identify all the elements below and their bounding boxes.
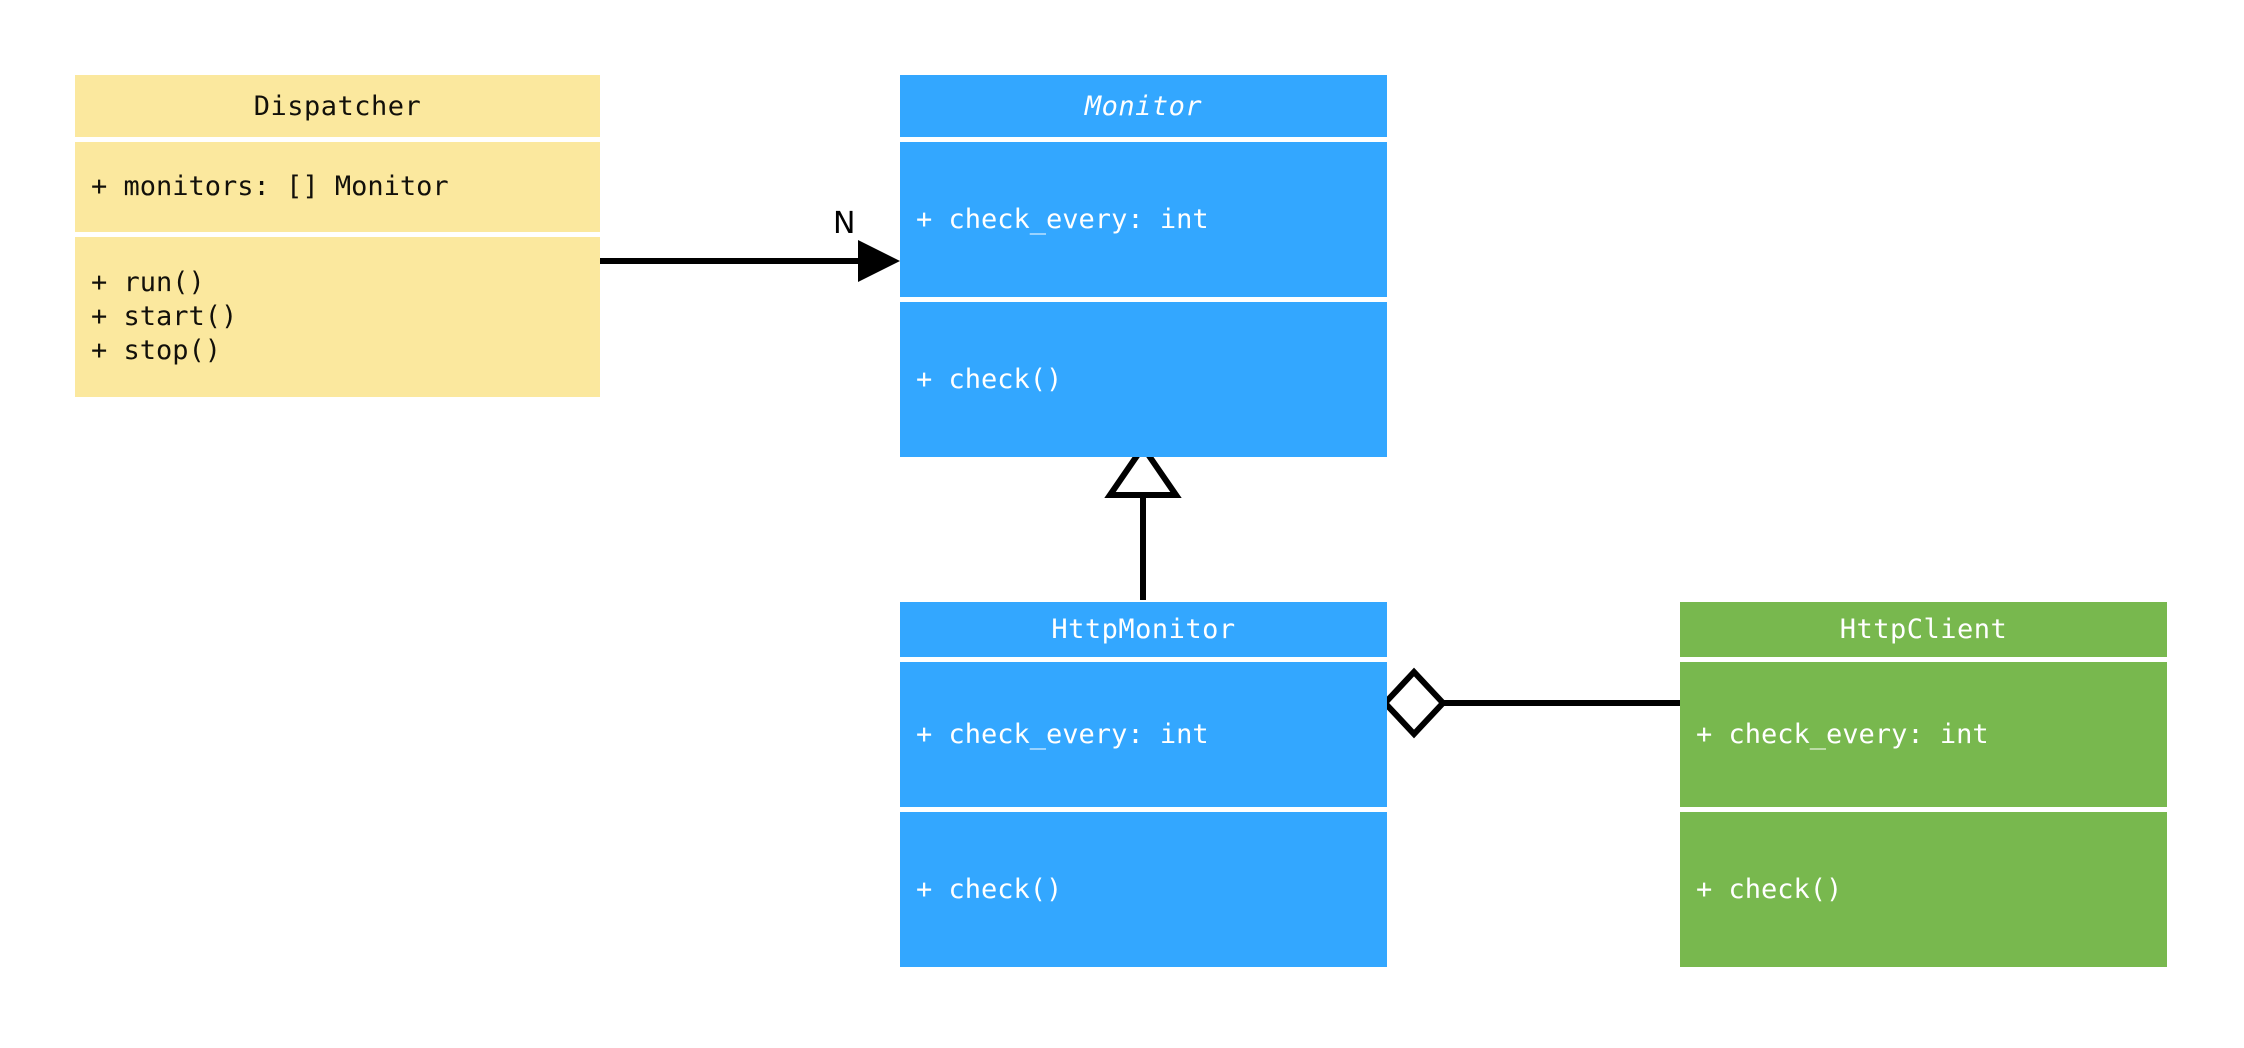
class-name-httpmonitor: HttpMonitor: [1051, 614, 1236, 645]
class-attributes-compartment: + check_every: int: [900, 142, 1387, 297]
attribute-row: + check_every: int: [1696, 718, 1989, 750]
attribute-row: + monitors: [] Monitor: [91, 171, 449, 202]
class-box-httpclient[interactable]: HttpClient + check_every: int + check(): [1680, 602, 2167, 967]
relationship-httpmonitor-httpclient: [1380, 667, 1680, 739]
attribute-row: + check_every: int: [916, 718, 1209, 750]
relationship-httpmonitor-monitor: [1104, 441, 1182, 600]
hollow-diamond-icon: [1380, 667, 1448, 739]
class-box-dispatcher[interactable]: Dispatcher + monitors: [] Monitor + run(…: [75, 75, 600, 397]
class-attributes-compartment: + monitors: [] Monitor: [75, 142, 600, 232]
class-title-compartment: HttpMonitor: [900, 602, 1387, 657]
class-methods-compartment: + run() + start() + stop(): [75, 237, 600, 397]
method-row: + check(): [916, 363, 1063, 395]
class-attributes-compartment: + check_every: int: [900, 662, 1387, 807]
method-row: + stop(): [91, 335, 222, 366]
class-box-monitor[interactable]: Monitor + check_every: int + check(): [900, 75, 1387, 457]
method-row: + start(): [91, 301, 238, 332]
class-methods-compartment: + check(): [900, 812, 1387, 967]
relationship-dispatcher-monitor: [600, 240, 900, 282]
method-row: + check(): [1696, 873, 1843, 905]
method-row: + check(): [916, 873, 1063, 905]
class-name-dispatcher: Dispatcher: [253, 90, 422, 122]
class-box-httpmonitor[interactable]: HttpMonitor + check_every: int + check(): [900, 602, 1387, 967]
class-name-httpclient: HttpClient: [1839, 614, 2008, 645]
class-methods-compartment: + check(): [900, 302, 1387, 457]
multiplicity-label-n: N: [833, 206, 856, 241]
class-methods-compartment: + check(): [1680, 812, 2167, 967]
attribute-row: + check_every: int: [916, 203, 1209, 235]
class-name-monitor: Monitor: [1084, 90, 1203, 122]
filled-arrowhead-icon: [858, 240, 900, 282]
class-title-compartment: HttpClient: [1680, 602, 2167, 657]
method-row: + run(): [91, 267, 205, 298]
class-title-compartment: Dispatcher: [75, 75, 600, 137]
class-title-compartment: Monitor: [900, 75, 1387, 137]
class-attributes-compartment: + check_every: int: [1680, 662, 2167, 807]
